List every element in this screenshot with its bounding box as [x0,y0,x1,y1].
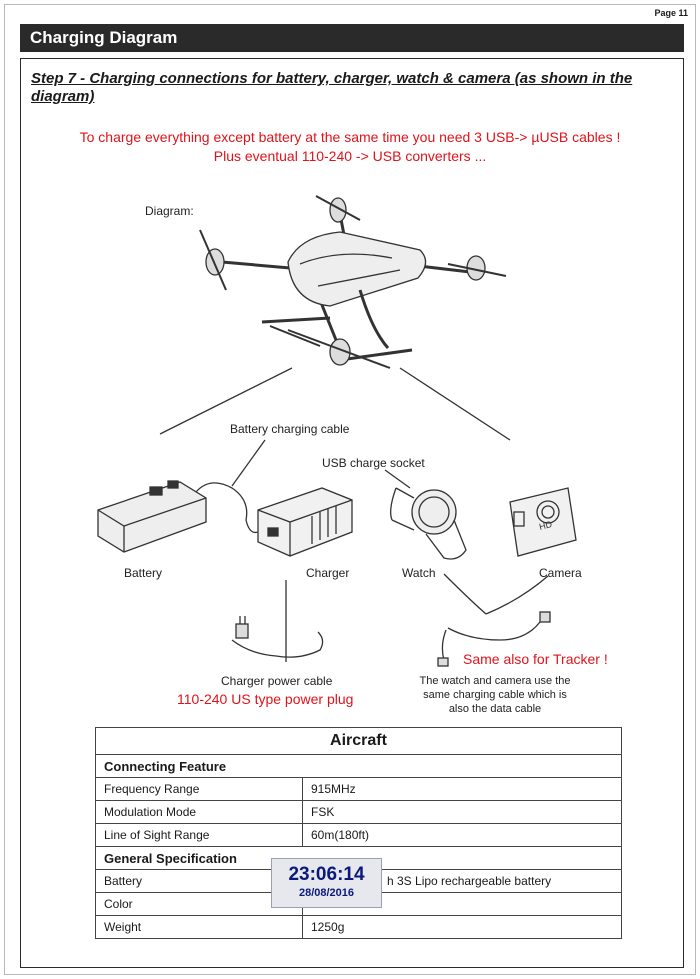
table-row: Modulation Mode FSK [95,800,622,824]
battery-illustration [97,480,207,553]
table-row: Line of Sight Range 60m(180ft) [95,823,622,847]
label-charger: Charger [306,566,350,580]
spec-key: Weight [95,915,303,939]
table-title: Aircraft [95,727,622,755]
note-usb-cables: To charge everything except battery at t… [79,129,621,145]
data-cable-note-line: also the data cable [448,703,542,715]
power-plug-illustration [231,616,324,658]
table-row: Weight 1250g [95,915,622,939]
content-panel [20,58,684,968]
diagram-caption: Diagram: [145,204,194,218]
note-converters: Plus eventual 110-240 -> USB converters … [213,148,487,164]
page-border [4,4,696,975]
timestamp-date: 28/08/2016 [298,887,355,899]
timestamp-overlay: 23:06:14 28/08/2016 [271,858,382,908]
spec-value: 60m(180ft) [302,823,622,847]
data-cable-note: The watch and camera use the same chargi… [400,674,590,716]
timestamp-time: 23:06:14 [288,864,365,885]
spec-key: Frequency Range [95,777,303,801]
data-cable-note-line: same charging cable which is [423,689,567,701]
spec-key: Line of Sight Range [95,823,303,847]
label-watch: Watch [402,566,436,580]
label-charger-power-cable: Charger power cable [221,674,333,688]
section-header: Charging Diagram [20,24,684,52]
data-cable-note-line: The watch and camera use the [419,675,571,687]
note-power-plug: 110-240 US type power plug [177,691,354,707]
table-title-row: Aircraft [95,727,622,755]
spec-key: Modulation Mode [95,800,303,824]
spec-value: 915MHz [302,777,622,801]
label-camera: Camera [539,566,582,580]
spec-value: 1250g [302,915,622,939]
charger-illustration [257,487,353,557]
usb-cable-illustration [437,611,551,667]
label-battery: Battery [124,566,163,580]
spec-value: FSK [302,800,622,824]
camera-illustration [509,487,577,557]
label-usb-charge-socket: USB charge socket [322,456,425,470]
table-section-row: Connecting Feature [95,754,622,778]
camera-hd-mark: HD [538,519,554,532]
drone-illustration [199,195,507,369]
note-tracker: Same also for Tracker ! [463,651,608,667]
spec-key: Battery [95,869,303,893]
label-battery-charging-cable: Battery charging cable [230,422,350,436]
table-row: Frequency Range 915MHz [95,777,622,801]
watch-illustration [390,487,467,560]
aircraft-spec-table: Aircraft Connecting Feature Frequency Ra… [95,727,622,939]
page-number: Page 11 [654,8,688,18]
section-heading: Connecting Feature [95,754,622,778]
step-title: Step 7 - Charging connections for batter… [31,70,633,105]
